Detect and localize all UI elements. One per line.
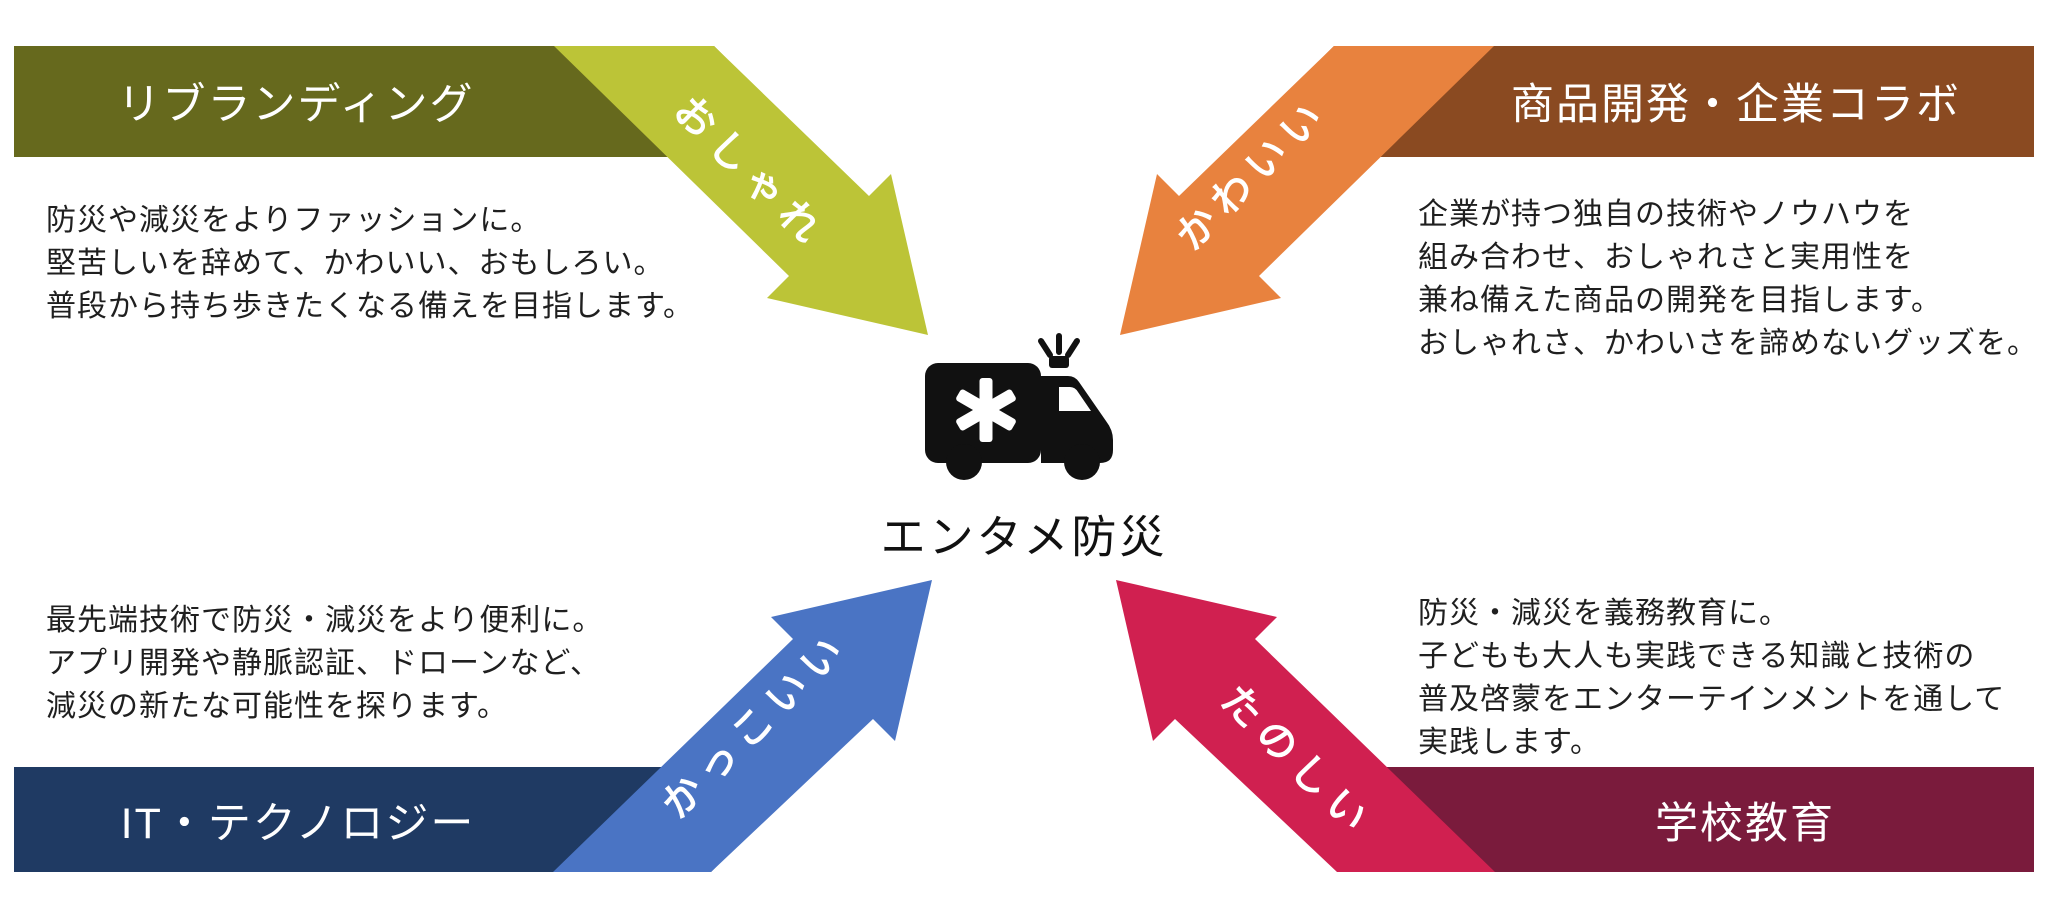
ambulance-icon (925, 333, 1113, 480)
arrow-kakkoii-icon (553, 580, 932, 872)
center-title: エンタメ防災 (880, 511, 1168, 563)
description-product-collab: 企業が持つ独自の技術やノウハウを 組み合わせ、おしゃれさと実用性を 兼ね備えた商… (1418, 198, 2038, 360)
banner-title-school-education: 学校教育 (1655, 800, 1835, 848)
description-rebranding: 防災や減災をよりファッションに。 堅苦しいを辞めて、かわいい、おもしろい。 普段… (46, 204, 694, 323)
description-school-education: 防災・減災を義務教育に。 子どもも大人も実践できる知識と技術の 普及啓蒙をエンタ… (1418, 597, 2006, 759)
banner-title-it-technology: IT・テクノロジー (120, 800, 476, 848)
banner-title-product-collab: 商品開発・企業コラボ (1511, 81, 1961, 129)
cab-window (1059, 387, 1091, 411)
arrow-kawaii-icon (1120, 46, 1494, 335)
banner-title-rebranding: リブランディング (117, 81, 475, 129)
star-of-life-icon (956, 378, 1016, 442)
ambulance-body-group (925, 356, 1113, 480)
arrow-oshare-icon (554, 46, 928, 335)
arrow-tanoshii-icon (1116, 580, 1495, 872)
description-it-technology: 最先端技術で防災・減災をより便利に。 アプリ開発や静脈認証、ドローンなど、 減災… (46, 604, 604, 723)
siren-rays-icon (1038, 333, 1080, 358)
